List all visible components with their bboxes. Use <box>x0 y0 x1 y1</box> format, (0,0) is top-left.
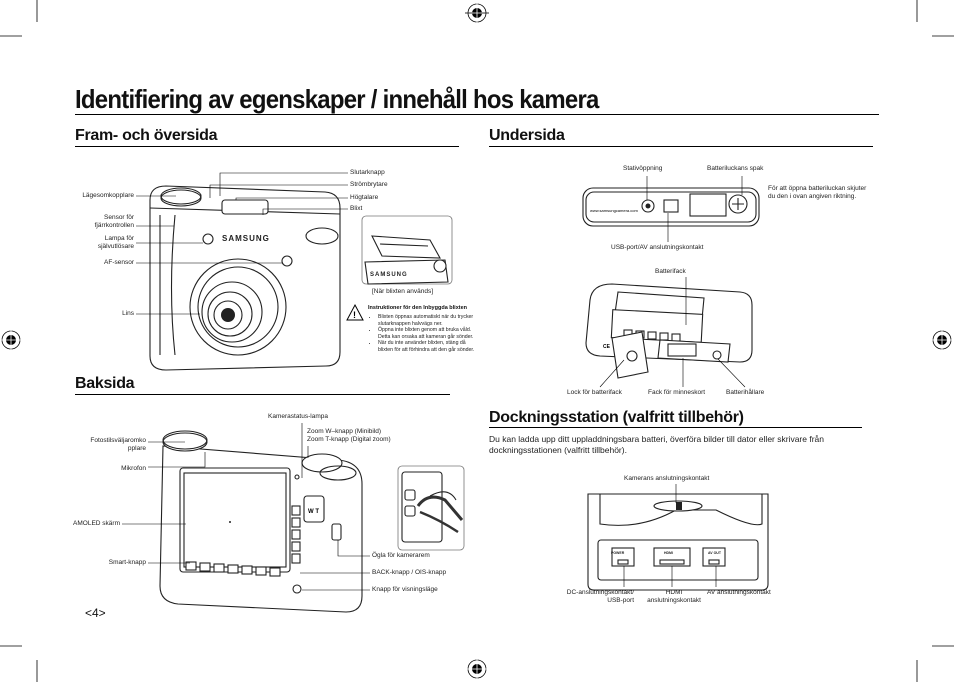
front-heading-rule <box>75 146 459 147</box>
warning-triangle-icon: ! <box>346 303 364 321</box>
label-hdmi-port: HDMI <box>664 551 673 555</box>
label-dc-usb: DC-anslutningskontakt/ USB-port <box>566 589 634 604</box>
registration-mark-left-icon <box>0 328 23 352</box>
label-tripod: Stativöppning <box>623 165 663 172</box>
label-power: Strömbrytare <box>350 181 388 188</box>
label-self-timer-lamp: Lampa för självutlösare <box>97 235 134 250</box>
registration-mark-right-icon <box>930 328 954 352</box>
flash-instructions-note: Instruktioner för den Inbyggda blixten B… <box>368 305 476 354</box>
svg-text:SAMSUNG: SAMSUNG <box>222 234 270 243</box>
back-side-buttons <box>291 505 301 564</box>
label-af-sensor: AF-sensor <box>104 259 134 266</box>
label-shutter: Slutarknapp <box>350 169 385 176</box>
label-microphone: Mikrofon <box>121 465 146 472</box>
battery-leader-lines <box>599 277 746 388</box>
label-card-slot: Fack för minneskort <box>648 389 706 396</box>
label-camera-connector: Kamerans anslutningskontakt <box>624 475 710 482</box>
label-mode-dial: Lägesomkopplare <box>82 192 134 199</box>
registration-mark-bottom-icon <box>465 657 489 681</box>
bottom-heading-rule <box>489 146 873 147</box>
page-title: Identifiering av egenskaper / innehåll h… <box>75 84 599 114</box>
page-number: <4> <box>85 606 106 620</box>
label-battery-lock: Lock för batterifack <box>567 389 622 396</box>
svg-text:CE: CE <box>603 344 611 350</box>
back-bottom-buttons <box>185 561 281 577</box>
label-battery-note: För att öppna batteriluckan skjuter du d… <box>768 185 867 200</box>
flash-note-title: Instruktioner för den Inbyggda blixten <box>368 305 468 311</box>
label-power-port: POWER <box>611 551 625 555</box>
flash-note-list: Blixten öppnas automatiskt när du trycke… <box>368 314 476 354</box>
registration-mark-top-icon <box>465 1 489 25</box>
bottom-section-heading: Undersida <box>489 127 565 144</box>
back-section-heading: Baksida <box>75 375 135 392</box>
label-display-mode: Knapp för visningsläge <box>372 586 438 593</box>
label-remote-sensor: Sensor för fjärrkontrollen <box>94 214 134 229</box>
label-amoled: AMOLED skärm <box>73 520 120 527</box>
label-av-out-port: AV OUT <box>708 551 721 555</box>
front-camera-illustration: SAMSUNG <box>149 185 341 371</box>
label-flash: Blixt <box>350 205 363 212</box>
label-lens: Lins <box>122 310 134 317</box>
dock-intro-text: Du kan ladda upp ditt uppladdningsbara b… <box>489 434 824 455</box>
label-battery-lever: Batteriluckans spak <box>707 165 764 172</box>
label-hdmi: HDMI anslutningskontakt <box>647 589 701 604</box>
back-leader-lines <box>122 423 370 591</box>
label-battery-holder: Batterihållare <box>726 389 765 396</box>
title-divider <box>75 114 879 115</box>
strap-inset-illustration <box>397 465 465 551</box>
label-zoom: Zoom W–knapp (Minibild) Zoom T-knapp (Di… <box>307 428 391 443</box>
label-smart-button: Smart-knapp <box>108 559 146 566</box>
dock-heading-rule <box>489 427 862 428</box>
front-section-heading: Fram- och översida <box>75 127 218 144</box>
svg-text:www.samsungcamera.com: www.samsungcamera.com <box>590 208 638 213</box>
dock-illustration <box>587 493 769 591</box>
back-heading-rule <box>75 394 450 395</box>
label-strap-eyelet: Ögla för kamerarem <box>372 552 430 559</box>
flash-note-item: Öppna inte blixten genom att bruka våld.… <box>378 327 476 340</box>
svg-text:SAMSUNG: SAMSUNG <box>370 272 408 278</box>
label-status-lamp: Kamerastatus-lampa <box>268 413 328 420</box>
bottom-view-leader-lines <box>646 176 743 242</box>
label-flash-in-use: [När blixten används] <box>372 288 434 295</box>
back-camera-illustration: SAMSUNG W T <box>159 430 363 613</box>
label-av: AV anslutningskontakt <box>707 589 771 596</box>
label-photo-style: Fotostilsväljaromko pplare <box>90 437 146 452</box>
front-leader-lines <box>136 172 348 315</box>
svg-text:!: ! <box>353 310 356 320</box>
dock-section-heading: Dockningsstation (valfritt tillbehör) <box>489 409 744 426</box>
label-battery-slot: Batterifack <box>655 268 686 275</box>
bottom-view-illustration: www.samsungcamera.com <box>582 187 760 227</box>
svg-text:W T: W T <box>308 509 319 515</box>
battery-compartment-illustration: CE <box>585 283 753 379</box>
label-usb-av: USB-port/AV anslutningskontakt <box>611 244 704 251</box>
label-back-ois: BACK-knapp / OIS-knapp <box>372 569 447 576</box>
dock-leader-lines <box>623 484 717 587</box>
flash-inset-illustration: SAMSUNG <box>361 215 453 285</box>
label-speaker: Högtalare <box>350 194 379 201</box>
flash-note-item: Blixten öppnas automatiskt när du trycke… <box>378 314 476 327</box>
flash-note-item: När du inte använder blixten, stäng då b… <box>378 340 476 353</box>
